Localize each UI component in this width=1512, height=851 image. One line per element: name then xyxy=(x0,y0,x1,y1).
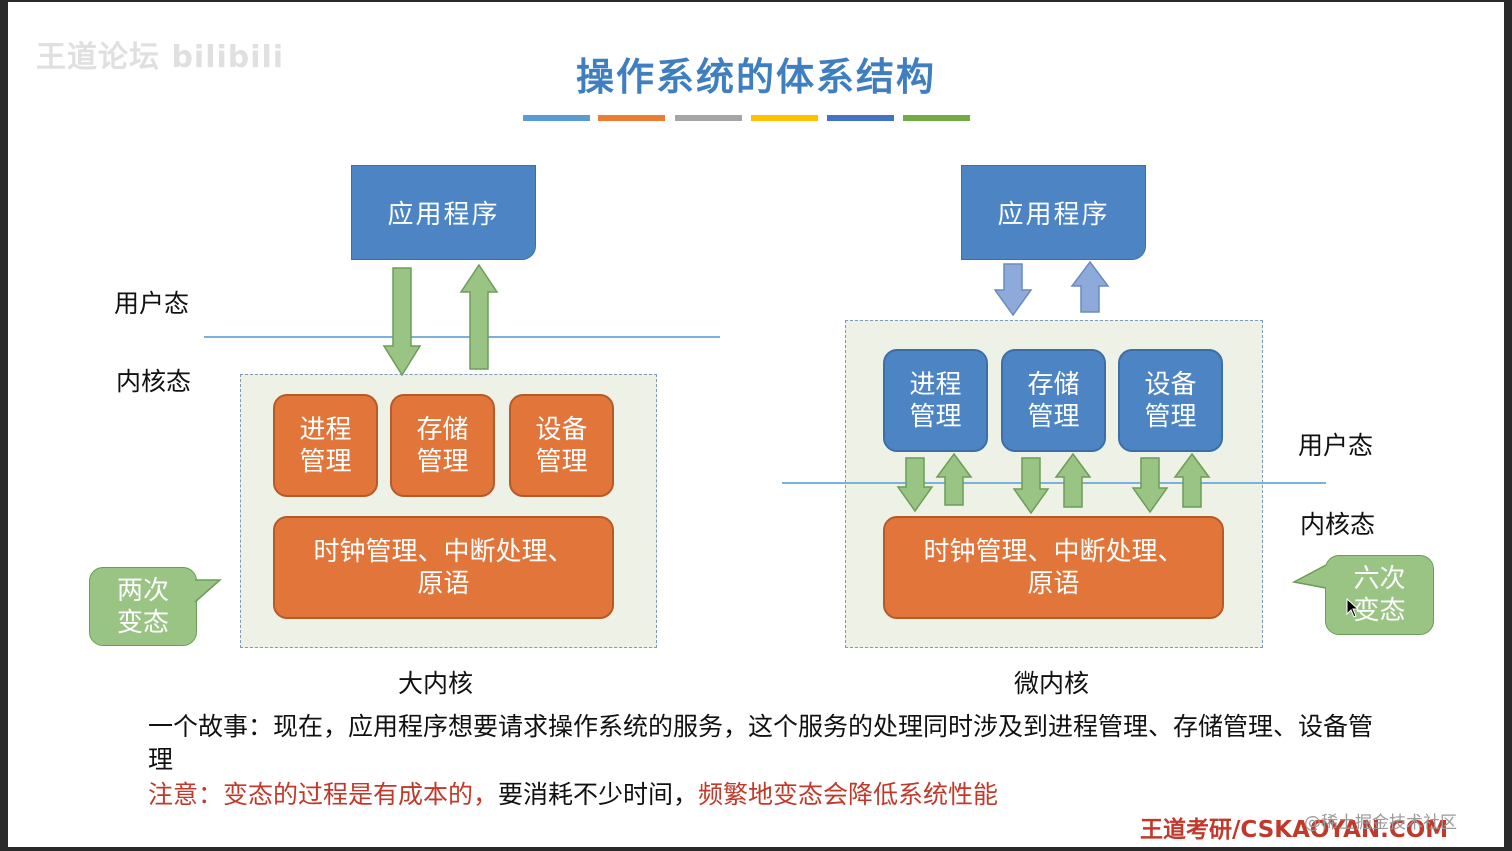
macro-callout: 两次 变态 xyxy=(89,567,197,646)
micro-process-management: 进程 管理 xyxy=(883,349,988,452)
micro-mode-boundary-line xyxy=(782,482,1326,484)
micro-caption: 微内核 xyxy=(1014,669,1090,698)
mouse-pointer-icon xyxy=(1346,598,1360,618)
micro-callout-pointer xyxy=(1291,564,1327,589)
title-bar-orange xyxy=(598,115,665,121)
micro-down-arrow xyxy=(993,263,1033,317)
micro-device-down-arrow xyxy=(1131,457,1169,514)
micro-user-mode-label: 用户态 xyxy=(1298,431,1374,460)
macro-kernel-mode-label: 内核态 xyxy=(116,367,192,396)
micro-process-up-arrow xyxy=(935,452,973,506)
micro-up-arrow xyxy=(1070,260,1110,313)
macro-process-management: 进程 管理 xyxy=(273,394,378,497)
note-prefix: 注意：变态的过程是有成本的， xyxy=(148,780,499,809)
slide: 王道论坛 bilibili 操作系统的体系结构 应用程序 用户态 内核态 进程 … xyxy=(8,2,1504,847)
macro-up-arrow xyxy=(459,263,499,370)
title-bar-blue xyxy=(523,115,590,121)
micro-kernel-mode-label: 内核态 xyxy=(1300,510,1376,539)
micro-device-up-arrow xyxy=(1173,452,1211,508)
footer-brand: 王道考研/CSKAOYAN.COM xyxy=(1140,817,1449,843)
macro-user-mode-label: 用户态 xyxy=(114,289,190,318)
micro-device-management: 设备 管理 xyxy=(1118,349,1223,452)
micro-storage-management: 存储 管理 xyxy=(1001,349,1106,452)
macro-storage-management: 存储 管理 xyxy=(390,394,495,497)
macro-app-box: 应用程序 xyxy=(351,165,536,260)
footer-source: @稀土掘金技术社区 xyxy=(1304,813,1457,833)
title-bar-navy xyxy=(827,115,894,121)
micro-base-functions: 时钟管理、中断处理、 原语 xyxy=(883,516,1224,619)
title-bar-gray xyxy=(675,115,742,121)
macro-callout-pointer xyxy=(194,579,222,603)
slide-title: 操作系统的体系结构 xyxy=(575,55,936,99)
title-bar-green xyxy=(903,115,970,121)
micro-process-down-arrow xyxy=(896,457,934,513)
micro-storage-up-arrow xyxy=(1054,452,1092,508)
note-suffix: 频繁地变态会降低系统性能 xyxy=(698,780,999,809)
note-middle: 要消耗不少时间， xyxy=(498,780,699,809)
macro-device-management: 设备 管理 xyxy=(509,394,614,497)
story-text: 一个故事：现在，应用程序想要请求操作系统的服务，这个服务的处理同时涉及到进程管理… xyxy=(148,712,1374,774)
macro-mode-boundary-line xyxy=(204,336,720,338)
micro-callout: 六次 变态 xyxy=(1325,555,1434,635)
title-bar-yellow xyxy=(751,115,818,121)
micro-storage-down-arrow xyxy=(1012,457,1050,515)
macro-base-functions: 时钟管理、中断处理、 原语 xyxy=(273,516,614,619)
macro-down-arrow xyxy=(382,267,422,377)
watermark: 王道论坛 bilibili xyxy=(36,40,285,75)
macro-caption: 大内核 xyxy=(398,669,474,698)
micro-app-box: 应用程序 xyxy=(961,165,1146,260)
note-line: 注意：变态的过程是有成本的，要消耗不少时间，频繁地变态会降低系统性能 xyxy=(148,778,998,811)
